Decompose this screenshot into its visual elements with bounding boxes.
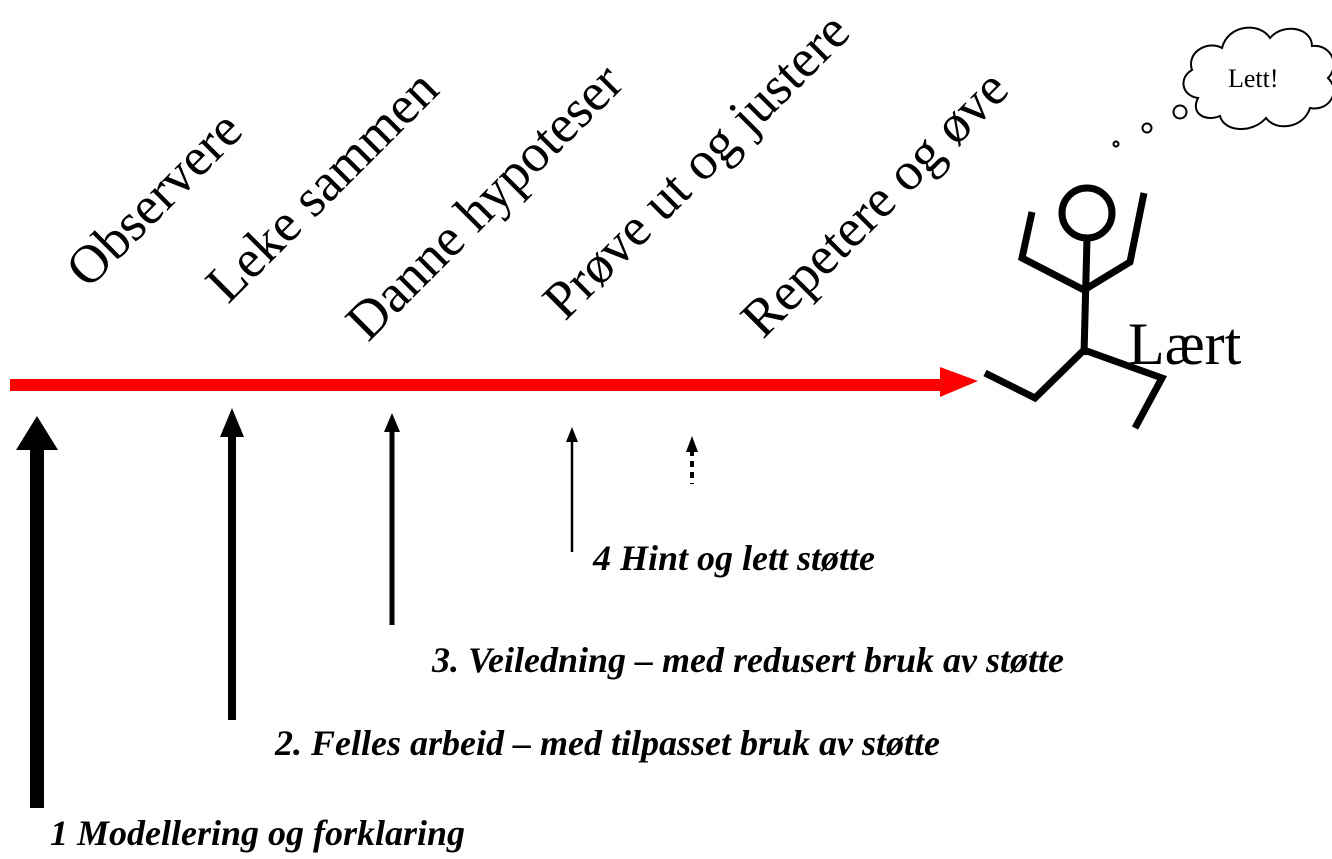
support-arrow-5-dashed	[686, 436, 698, 484]
thought-cloud-text: Lett!	[1228, 64, 1279, 93]
support-arrow-2	[220, 408, 244, 720]
thought-bubbles	[1112, 104, 1188, 148]
support-arrow-1	[16, 416, 58, 808]
support-arrow-3	[384, 413, 400, 625]
support-label-4: 4 Hint og lett støtte	[592, 538, 875, 578]
progress-arrow	[10, 367, 978, 397]
support-label-1: 1 Modellering og forklaring	[50, 813, 465, 853]
stick-figure	[983, 184, 1168, 430]
support-arrow-4	[566, 427, 578, 552]
support-label-2: 2. Felles arbeid – med tilpasset bruk av…	[274, 723, 940, 763]
stick-figure-head	[1058, 184, 1116, 242]
thought-cloud: Lett!	[1182, 26, 1332, 131]
support-label-3: 3. Veiledning – med redusert bruk av stø…	[431, 640, 1064, 680]
learned-label: Lært	[1128, 311, 1242, 377]
